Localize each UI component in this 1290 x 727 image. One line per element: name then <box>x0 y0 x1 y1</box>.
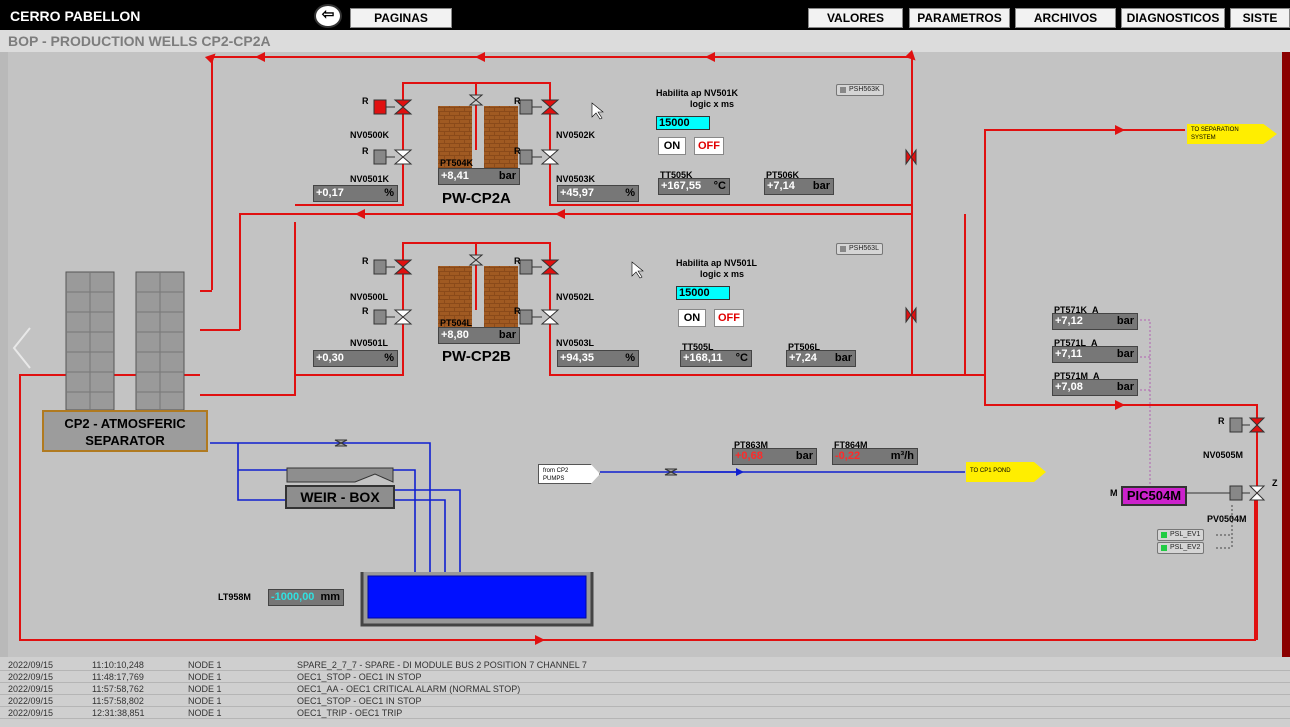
pic504m-controller[interactable]: PIC504M <box>1121 486 1187 506</box>
r-label: R <box>362 306 369 316</box>
page-title: BOP - PRODUCTION WELLS CP2-CP2A <box>8 33 271 49</box>
nav-button-sistema[interactable]: SISTE <box>1230 8 1290 28</box>
psh563k-tag[interactable]: PSH563K <box>836 84 884 96</box>
off-button-l[interactable]: OFF <box>714 309 744 327</box>
valve-label-nv0500l[interactable]: NV0500L <box>350 292 389 302</box>
r-label: R <box>514 96 521 106</box>
on-button-l[interactable]: ON <box>678 309 706 327</box>
weir-box[interactable]: WEIR - BOX <box>285 485 395 509</box>
well-name-cp2b: PW-CP2B <box>442 348 511 365</box>
nav-button-parametros[interactable]: PARAMETROS <box>909 8 1010 28</box>
valve-label-pv0504m[interactable]: PV0504M <box>1207 514 1247 524</box>
tt505l-label: TT505L <box>682 342 714 352</box>
on-button-k[interactable]: ON <box>658 137 686 155</box>
nv0503l-value[interactable]: +94,35% <box>557 350 639 367</box>
logic-label-l: logic x ms <box>700 269 745 279</box>
nav-button-paginas[interactable]: PAGINAS <box>350 8 452 28</box>
pt506k-label: PT506K <box>766 170 800 180</box>
pt504k-label: PT504K <box>440 158 474 168</box>
logic-label-k: logic x ms <box>690 99 735 109</box>
nav-button-archivos[interactable]: ARCHIVOS <box>1015 8 1116 28</box>
r-label: R <box>514 146 521 156</box>
habilita-label-l: Habilita ap NV501L <box>676 258 758 268</box>
r-label: R <box>1218 416 1225 426</box>
valve-label-nv0502l[interactable]: NV0502L <box>556 292 595 302</box>
psl-ev2-tag[interactable]: PSL_EV2 <box>1157 542 1205 554</box>
r-label: R <box>362 146 369 156</box>
pt571l-label: PT571L_A <box>1054 338 1098 348</box>
r-label: R <box>514 256 521 266</box>
valve-label-nv0501k[interactable]: NV0501K <box>350 174 390 184</box>
pt571k-label: PT571K_A <box>1054 305 1099 315</box>
from-pumps-tag: from CP2 PUMPS <box>538 464 600 484</box>
valve-label-nv0505m[interactable]: NV0505M <box>1203 450 1244 460</box>
nav-button-valores[interactable]: VALORES <box>808 8 903 28</box>
nv0501l-value[interactable]: +0,30% <box>313 350 398 367</box>
well-name-cp2a: PW-CP2A <box>442 190 511 207</box>
psl-ev1-tag[interactable]: PSL_EV1 <box>1157 529 1205 541</box>
top-bar: CERRO PABELLON ⇦ PAGINAS VALORES PARAMET… <box>0 0 1290 34</box>
pt863m-label: PT863M <box>734 440 769 450</box>
left-chevron-icon <box>12 327 31 369</box>
to-pond-tag: TO CP1 POND <box>966 462 1046 482</box>
app-title: CERRO PABELLON <box>10 8 141 24</box>
z-label: Z <box>1272 478 1278 488</box>
r-label: R <box>362 96 369 106</box>
nav-button-diagnosticos[interactable]: DIAGNOSTICOS <box>1121 8 1225 28</box>
tt505l-value[interactable]: +168,11°C <box>680 350 752 367</box>
valve-label-nv0501l[interactable]: NV0501L <box>350 338 389 348</box>
left-edge <box>0 52 8 657</box>
off-button-k[interactable]: OFF <box>694 137 724 155</box>
nv0503k-value[interactable]: +45,97% <box>557 185 639 202</box>
pt506l-label: PT506L <box>788 342 821 352</box>
valve-label-nv0500k[interactable]: NV0500K <box>350 130 390 140</box>
psh563l-tag[interactable]: PSH563L <box>836 243 883 255</box>
separator-columns <box>65 271 185 411</box>
valve-label-nv0503k[interactable]: NV0503K <box>556 174 596 184</box>
logic-ms-input-k[interactable]: 15000 <box>656 116 710 130</box>
pt571m-label: PT571M_A <box>1054 371 1100 381</box>
separator-name-line2: SEPARATOR <box>85 433 165 448</box>
r-label: R <box>514 306 521 316</box>
valve-label-nv0503l[interactable]: NV0503L <box>556 338 595 348</box>
atmospheric-separator[interactable]: CP2 - ATMOSFERIC SEPARATOR <box>42 410 208 452</box>
lt958m-label: LT958M <box>218 592 251 602</box>
ft864m-label: FT864M <box>834 440 868 450</box>
pt504l-label: PT504L <box>440 318 473 328</box>
nv0501k-value[interactable]: +0,17% <box>313 185 398 202</box>
r-label: R <box>362 256 369 266</box>
tt505k-label: TT505K <box>660 170 693 180</box>
right-edge <box>1282 52 1290 657</box>
logic-ms-input-l[interactable]: 15000 <box>676 286 730 300</box>
to-separation-tag: TO SEPARATION SYSTEM <box>1187 124 1277 144</box>
back-arrow-icon[interactable]: ⇦ <box>314 4 342 28</box>
valve-label-nv0502k[interactable]: NV0502K <box>556 130 596 140</box>
pic-mode-label: M <box>1110 488 1118 498</box>
separator-name-line1: CP2 - ATMOSFERIC <box>64 416 186 431</box>
tt505k-value[interactable]: +167,55°C <box>658 178 730 195</box>
page-title-bar: BOP - PRODUCTION WELLS CP2-CP2A <box>0 30 1290 52</box>
habilita-label-k: Habilita ap NV501K <box>656 88 739 98</box>
